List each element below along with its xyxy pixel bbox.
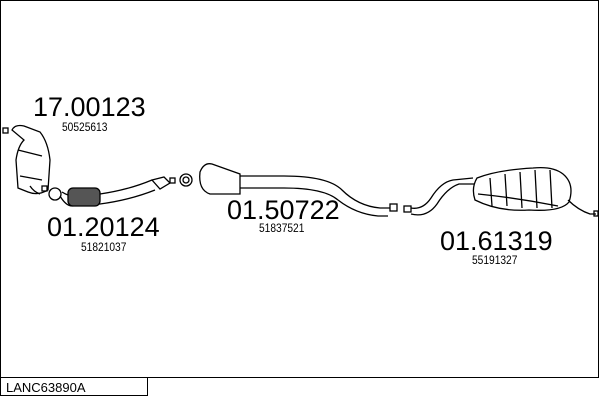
part-ref-rear-silencer: 01.61319 xyxy=(440,226,553,256)
center-silencer-drawing xyxy=(179,163,398,217)
oem-number-rear-silencer: 55191327 xyxy=(472,253,518,267)
diagram-code-label: LANC63890A xyxy=(0,377,148,396)
rear-silencer-drawing xyxy=(403,166,599,217)
part-ref-front-pipe: 01.20124 xyxy=(47,212,160,242)
part-ref-center-silencer: 01.50722 xyxy=(227,195,340,225)
oem-number-center-silencer: 51837521 xyxy=(259,221,305,235)
oem-number-catalytic-converter: 50525613 xyxy=(62,120,108,134)
oem-number-front-pipe: 51821037 xyxy=(81,240,127,254)
part-ref-catalytic-converter: 17.00123 xyxy=(33,92,146,122)
catalytic-converter-drawing xyxy=(2,124,51,195)
diagram-frame xyxy=(0,0,599,378)
front-pipe-drawing xyxy=(41,176,176,207)
